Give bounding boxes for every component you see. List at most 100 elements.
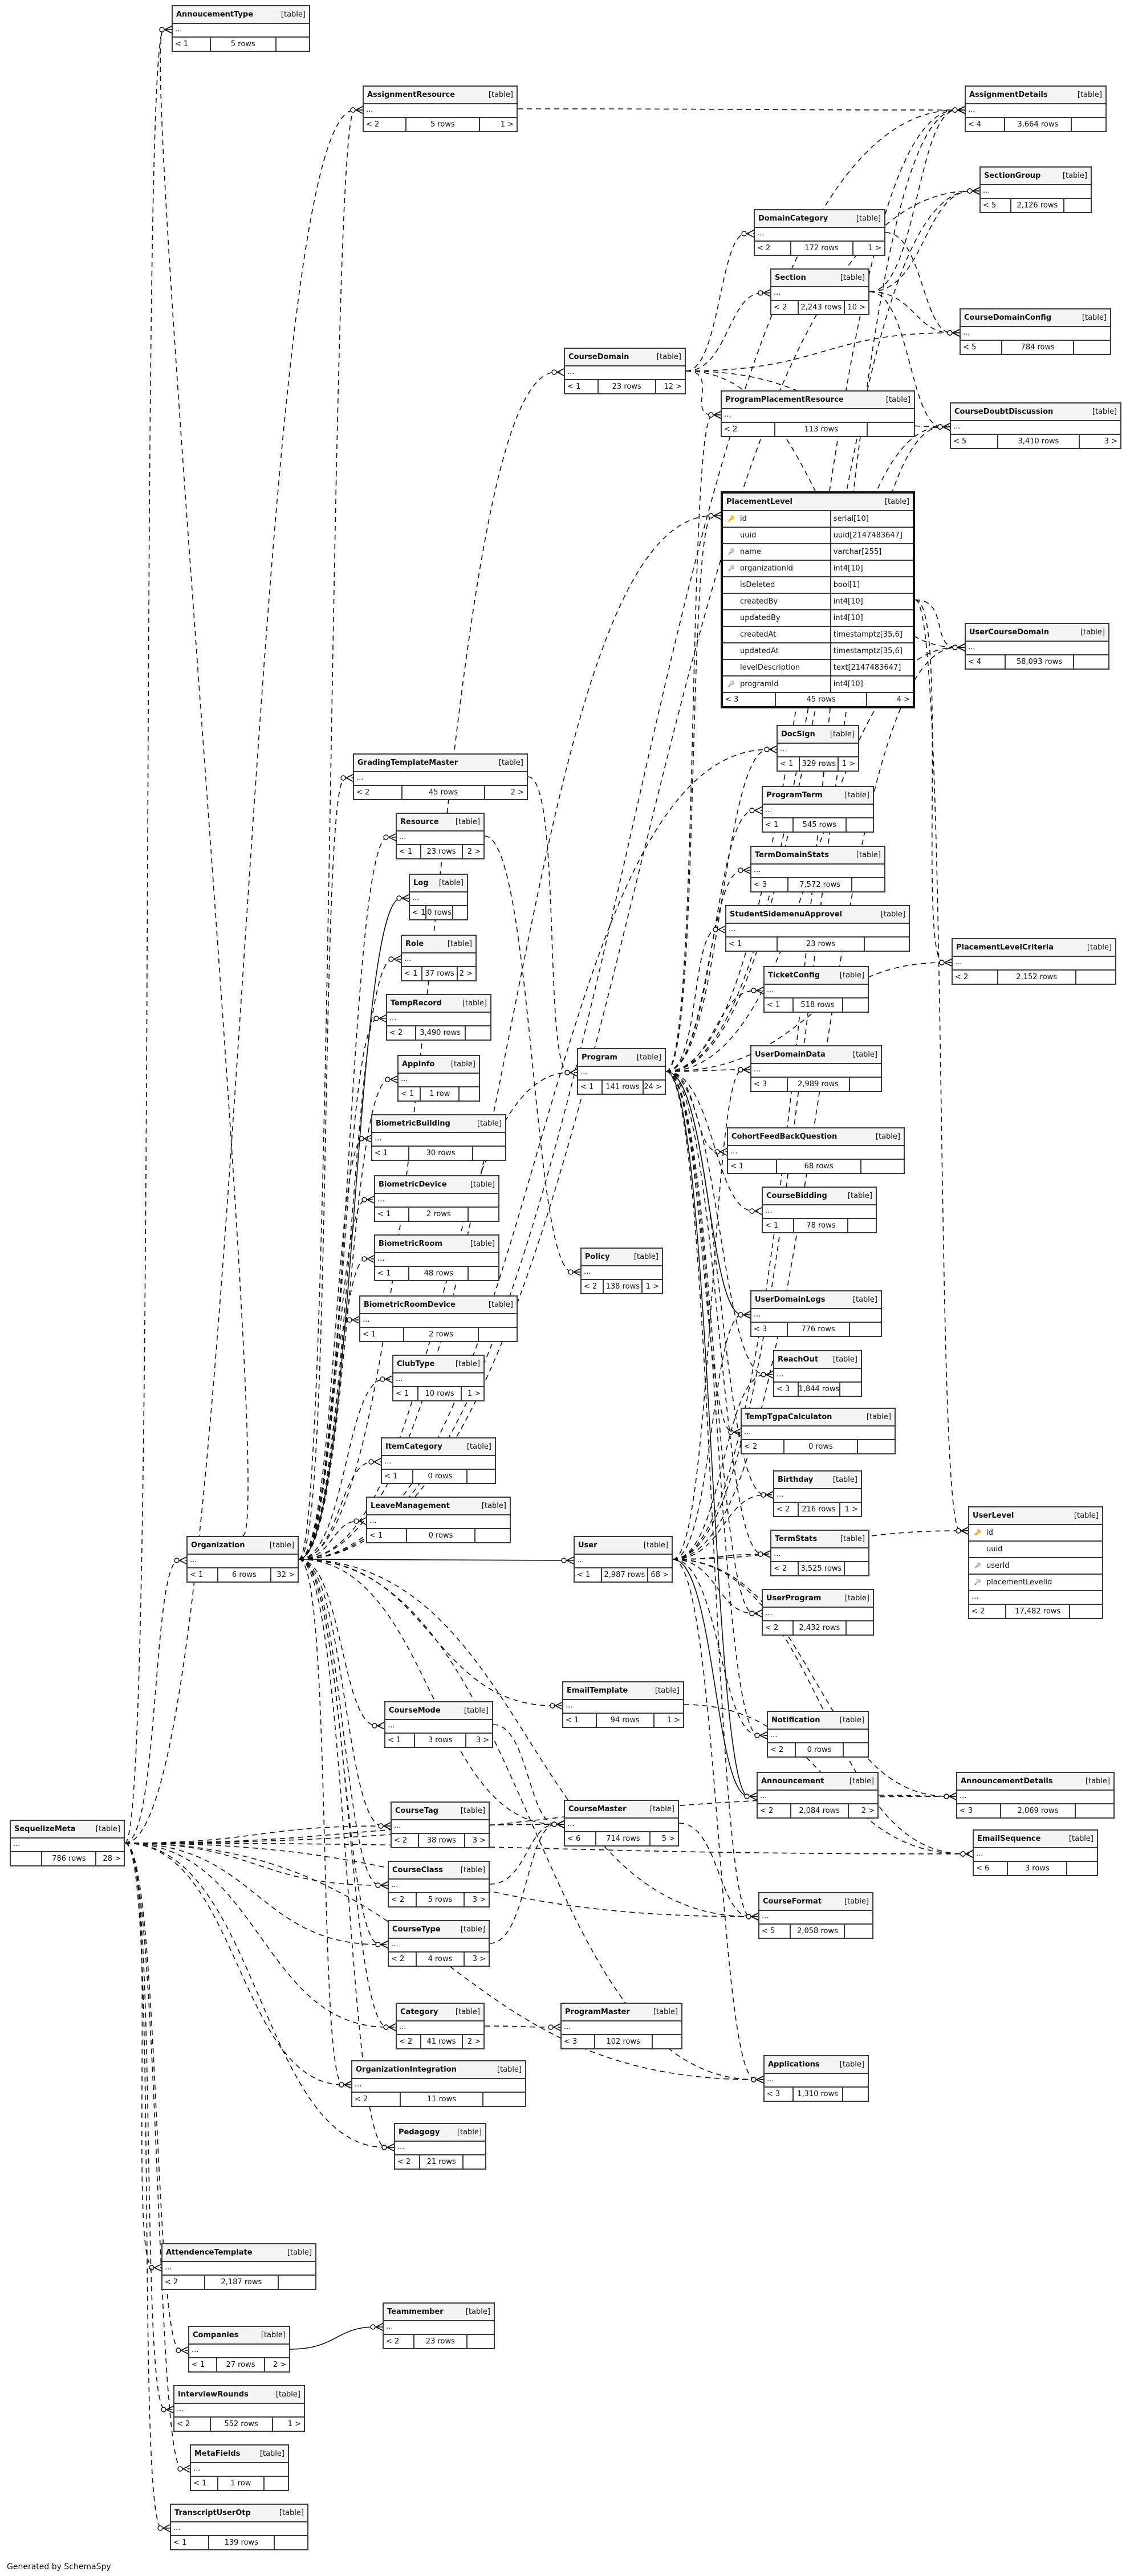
- parents-link[interactable]: < 1: [173, 38, 211, 51]
- table-name[interactable]: Policy: [585, 1253, 610, 1261]
- parents-link[interactable]: < 1: [765, 998, 794, 1012]
- collapsed-columns[interactable]: ...: [758, 1791, 877, 1804]
- collapsed-columns[interactable]: ...: [578, 1067, 665, 1081]
- table-name[interactable]: ItemCategory: [385, 1442, 442, 1451]
- table-name[interactable]: AnnoucementType: [176, 10, 254, 19]
- parents-link[interactable]: < 5: [759, 1925, 791, 1938]
- table-header[interactable]: Pedagogy[table]: [395, 2124, 485, 2142]
- table-header[interactable]: Policy[table]: [582, 1249, 662, 1266]
- table-header[interactable]: TermDomainStats[table]: [751, 847, 884, 865]
- table-header[interactable]: AttendenceTemplate[table]: [162, 2244, 315, 2262]
- table-name[interactable]: CourseTag: [395, 1807, 438, 1815]
- table-header[interactable]: BiometricRoomDevice[table]: [360, 1297, 517, 1314]
- table-name[interactable]: TermDomainStats: [755, 851, 829, 859]
- collapsed-columns[interactable]: ...: [392, 1820, 489, 1834]
- table-name[interactable]: UserDomainLogs: [755, 1295, 826, 1304]
- collapsed-columns[interactable]: ...: [763, 805, 873, 818]
- table-header[interactable]: Program[table]: [578, 1049, 665, 1067]
- parents-link[interactable]: < 2: [384, 2335, 415, 2348]
- table-name[interactable]: Teammember: [387, 2308, 444, 2316]
- table-header[interactable]: Log[table]: [410, 875, 467, 892]
- children-link[interactable]: [843, 998, 868, 1012]
- table-header[interactable]: ProgramTerm[table]: [763, 787, 873, 805]
- parents-link[interactable]: < 2: [395, 2155, 421, 2169]
- collapsed-columns[interactable]: ...: [774, 1369, 861, 1383]
- parents-link[interactable]: < 1: [563, 1714, 597, 1727]
- children-link[interactable]: [840, 1383, 861, 1396]
- table-name[interactable]: CourseMaster: [568, 1805, 627, 1813]
- table-name[interactable]: BiometricBuilding: [376, 1119, 450, 1128]
- table-name[interactable]: Applications: [768, 2060, 820, 2069]
- table-header[interactable]: CourseFormat[table]: [759, 1893, 872, 1911]
- collapsed-columns[interactable]: ...: [565, 1819, 678, 1832]
- parents-link[interactable]: < 3: [751, 1323, 788, 1336]
- table-header[interactable]: UserCourseDomain[table]: [966, 624, 1108, 642]
- table-header[interactable]: CourseBidding[table]: [763, 1188, 876, 1205]
- table-header[interactable]: BiometricRoom[table]: [375, 1236, 498, 1253]
- parents-link[interactable]: < 2: [742, 1440, 785, 1453]
- collapsed-columns[interactable]: ...: [765, 2074, 868, 2088]
- children-link[interactable]: [1067, 1862, 1097, 1875]
- children-link[interactable]: [850, 1078, 881, 1091]
- parents-link[interactable]: < 2: [354, 786, 403, 799]
- children-link[interactable]: 1 >: [287, 2420, 301, 2428]
- table-header[interactable]: CourseMode[table]: [385, 1702, 492, 1720]
- collapsed-columns[interactable]: ...: [171, 2522, 307, 2536]
- table-name[interactable]: PlacementLevelCriteria: [956, 943, 1054, 952]
- parents-link[interactable]: < 1: [778, 757, 800, 771]
- table-header[interactable]: Section[table]: [771, 270, 868, 287]
- parents-link[interactable]: < 2: [953, 971, 998, 984]
- children-link[interactable]: 1 >: [467, 1389, 481, 1398]
- table-header[interactable]: Resource[table]: [397, 814, 483, 832]
- collapsed-columns[interactable]: ...: [768, 1730, 868, 1743]
- table-header[interactable]: CourseClass[table]: [389, 1862, 489, 1880]
- table-header[interactable]: Applications[table]: [765, 2056, 868, 2074]
- children-link[interactable]: [845, 1925, 872, 1938]
- children-link[interactable]: [466, 1026, 490, 1040]
- parents-link[interactable]: < 1: [188, 1568, 219, 1582]
- children-link[interactable]: 1 >: [842, 760, 855, 768]
- table-header[interactable]: CourseDomainConfig[table]: [961, 309, 1110, 327]
- collapsed-columns[interactable]: ...: [722, 409, 914, 423]
- children-link[interactable]: 2 >: [467, 847, 481, 856]
- parents-link[interactable]: < 6: [974, 1862, 1009, 1875]
- children-link[interactable]: [868, 423, 914, 436]
- table-name[interactable]: AnnouncementDetails: [961, 1777, 1053, 1786]
- children-link[interactable]: [475, 1529, 510, 1542]
- table-header[interactable]: Teammember[table]: [384, 2304, 494, 2321]
- table-header[interactable]: DocSign[table]: [778, 726, 858, 744]
- table-header[interactable]: CourseDoubtDiscussion[table]: [951, 403, 1120, 421]
- parents-link[interactable]: < 2: [389, 1953, 417, 1966]
- collapsed-columns[interactable]: ...: [966, 104, 1105, 118]
- children-link[interactable]: [464, 2155, 485, 2169]
- collapsed-columns[interactable]: ...: [352, 2079, 525, 2093]
- parents-link[interactable]: < 4: [966, 118, 1005, 131]
- collapsed-columns[interactable]: ...: [563, 1700, 683, 1714]
- collapsed-columns[interactable]: ...: [360, 1314, 517, 1328]
- table-name[interactable]: AssignmentResource: [367, 91, 456, 99]
- children-link[interactable]: [653, 2035, 681, 2048]
- table-name[interactable]: TranscriptUserOtp: [174, 2509, 251, 2517]
- collapsed-columns[interactable]: ...: [189, 2345, 289, 2358]
